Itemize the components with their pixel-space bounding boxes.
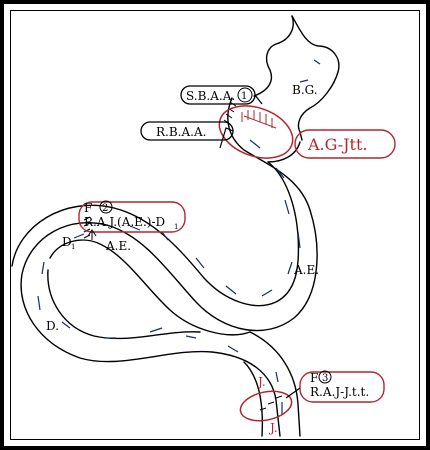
label-f2: F bbox=[84, 201, 92, 215]
label-d1: D bbox=[62, 235, 72, 249]
label-rbaa: R.B.A.A. bbox=[156, 125, 206, 139]
arrow-d1-icon bbox=[87, 229, 97, 240]
stitches-black bbox=[83, 101, 283, 411]
label-raj-sub: 1 bbox=[174, 223, 178, 231]
anastomosis-rings bbox=[218, 105, 294, 422]
esophagus-outline bbox=[253, 15, 294, 97]
stitches-red bbox=[241, 110, 277, 129]
num-1-circle bbox=[237, 87, 253, 103]
label-agjtt: A.G-Jtt. bbox=[307, 135, 367, 154]
loop-inner-outline bbox=[49, 239, 251, 336]
agjtt-callout bbox=[294, 129, 396, 159]
number-circles bbox=[99, 87, 332, 384]
leader-lines bbox=[219, 94, 301, 399]
raj-jtt-ring bbox=[239, 390, 293, 422]
distal-limb-inner bbox=[243, 361, 264, 437]
loop-lower-outline bbox=[47, 269, 201, 340]
label-f3-num: 3 bbox=[322, 373, 328, 384]
label-sbaa-num: 1 bbox=[241, 91, 247, 102]
label-sbaa: S.B.A.A. bbox=[186, 89, 235, 103]
agjtt-ring bbox=[218, 105, 294, 159]
inner-frame bbox=[10, 10, 420, 440]
label-raj: R.A.J.(A.E.)-D bbox=[84, 215, 165, 229]
label-bg: B.G. bbox=[292, 83, 318, 97]
distal-limb-outline bbox=[249, 331, 301, 437]
label-f2-num: 2 bbox=[102, 203, 108, 214]
label-d: D. bbox=[46, 319, 59, 333]
label-ae-right: A.E. bbox=[293, 263, 319, 277]
label-f3-line: R.A.J-J.t.t. bbox=[310, 385, 369, 399]
label-d1-sub: 1 bbox=[71, 243, 75, 251]
gastric-pouch-outline bbox=[291, 15, 340, 141]
label-j-upper: J. bbox=[256, 375, 266, 389]
fold-marks bbox=[37, 59, 321, 414]
ae-inner-outline bbox=[11, 161, 300, 307]
ae-outer-outline bbox=[20, 97, 318, 437]
f3-callout bbox=[299, 371, 385, 403]
label-ae-upper: A.E. bbox=[105, 239, 131, 253]
intestine-outline bbox=[11, 15, 340, 437]
num-3-circle bbox=[318, 370, 332, 384]
pouch-lower-outline bbox=[267, 141, 301, 163]
num-2-circle bbox=[99, 200, 113, 214]
f2-callout bbox=[78, 201, 186, 233]
label-j-lower: J. bbox=[268, 421, 278, 435]
label-f3: F bbox=[310, 371, 318, 385]
red-callouts bbox=[78, 129, 396, 403]
